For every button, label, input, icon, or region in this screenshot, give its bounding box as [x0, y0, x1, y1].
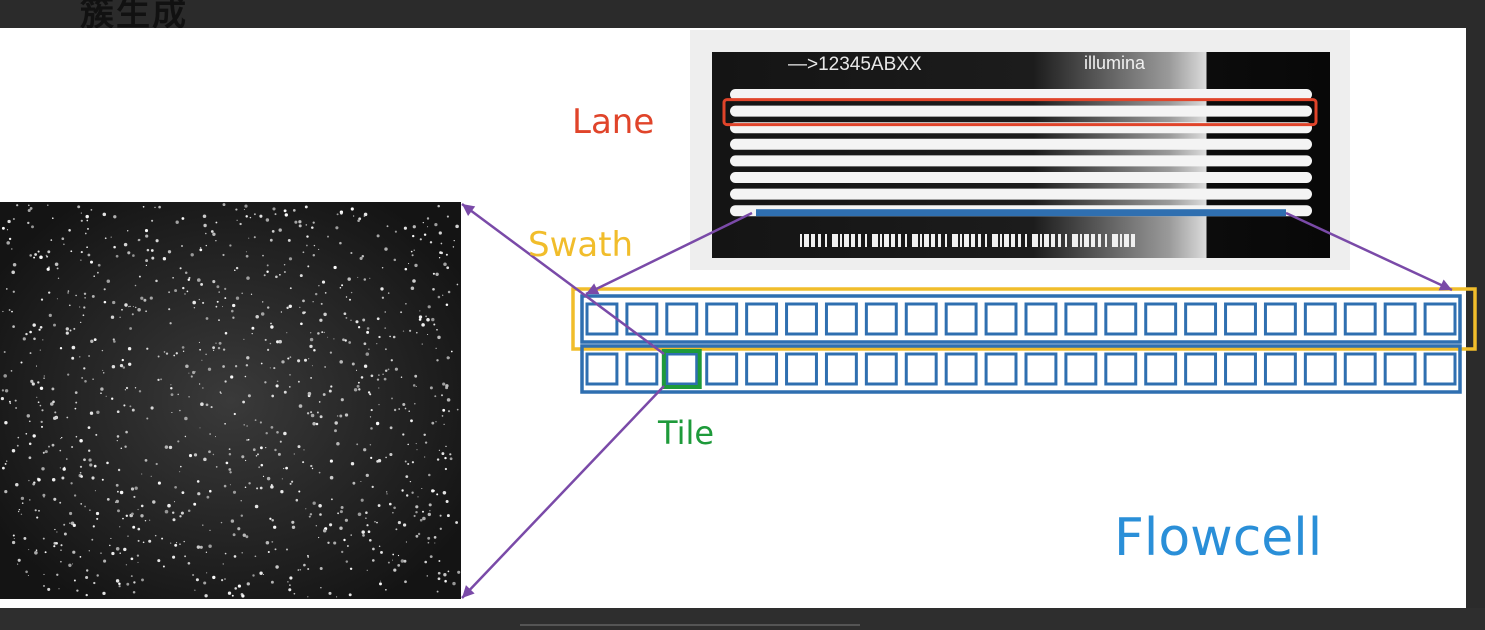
swath-arrow-right: [1285, 211, 1453, 292]
flowcell-id-text: —>12345ABXX: [788, 54, 922, 75]
tile: [1024, 352, 1058, 386]
tile: [1184, 352, 1218, 386]
flowcell-body: [712, 52, 1330, 258]
tile: [864, 302, 898, 336]
tile: [984, 302, 1018, 336]
cluster-dots: [0, 203, 461, 598]
tile: [944, 302, 978, 336]
lane-label: Lane: [572, 102, 655, 142]
tile-grid: [571, 287, 1477, 394]
tile: [1024, 302, 1058, 336]
lane-5: [730, 155, 1312, 167]
tile: [665, 302, 699, 336]
tile: [904, 302, 938, 336]
illumina-logo-text: illumina: [1084, 53, 1146, 73]
tile: [1184, 302, 1218, 336]
swath-label: Swath: [528, 225, 634, 265]
tile: [745, 302, 779, 336]
lane-7: [730, 188, 1312, 200]
tile: [625, 302, 659, 336]
flowcell-label: Flowcell: [1114, 508, 1323, 568]
tile: [1224, 352, 1257, 386]
tile: [1343, 352, 1377, 386]
swath-highlight-box: [571, 287, 1477, 351]
tile: [1303, 352, 1337, 386]
tile: [1343, 302, 1377, 336]
tile: [1064, 352, 1098, 386]
tile: [1263, 352, 1297, 386]
bottom-divider: [520, 624, 860, 626]
tile: [904, 352, 938, 386]
swath-arrow-left: [585, 211, 753, 296]
tile: [1423, 302, 1457, 336]
tile-row-frame: [580, 344, 1462, 394]
tile: [824, 352, 858, 386]
tile-arrow-bottom: [461, 385, 665, 599]
tile: [705, 302, 739, 336]
tile-arrow-top: [461, 202, 665, 356]
tile: [824, 302, 858, 336]
flowcell-photo: —>12345ABXX illumina: [690, 30, 1350, 270]
tile: [705, 352, 739, 386]
lane-1: [730, 89, 1312, 100]
tile-row-1: [580, 294, 1462, 344]
tile: [625, 352, 659, 386]
tile: [1303, 302, 1337, 336]
tile-grid-rows: [580, 294, 1462, 394]
tile-row-2: [580, 344, 1462, 394]
lane-highlight-box: [722, 98, 1318, 127]
lane-2: [730, 105, 1312, 117]
tile: [745, 352, 779, 386]
tile: [585, 352, 619, 386]
tile: [1383, 352, 1417, 386]
cluster-image-background: [0, 202, 461, 599]
lane-6: [730, 172, 1312, 183]
barcode: [800, 234, 1135, 247]
tile: [1144, 302, 1178, 336]
tile: [665, 352, 699, 386]
tile: [1064, 302, 1098, 336]
tile: [1144, 352, 1178, 386]
tile: [1423, 352, 1457, 386]
tile: [984, 352, 1018, 386]
tile: [1263, 302, 1297, 336]
swath-lane-bar: [756, 209, 1286, 217]
connector-arrows: [461, 202, 1453, 599]
cluster-image: [0, 202, 461, 599]
tile: [785, 352, 818, 386]
bottom-bar: [0, 608, 1485, 630]
tile-highlight-box: [661, 349, 702, 389]
tile: [1383, 302, 1417, 336]
tile-label: Tile: [658, 414, 715, 452]
tile-row-frame: [580, 294, 1462, 344]
tile: [785, 302, 818, 336]
lane-4: [730, 138, 1312, 150]
tile: [944, 352, 978, 386]
tile: [1104, 302, 1138, 336]
tile: [864, 352, 898, 386]
tile: [1104, 352, 1138, 386]
tile: [1224, 302, 1257, 336]
